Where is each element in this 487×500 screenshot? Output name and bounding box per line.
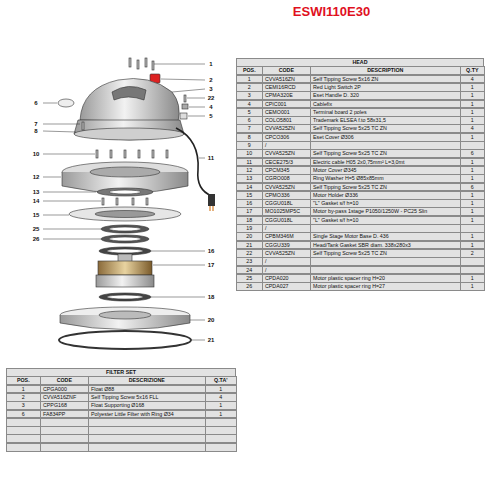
- callout-number: 2: [205, 76, 217, 84]
- callout-number: 13: [30, 188, 42, 196]
- callout-number: 10: [30, 150, 42, 158]
- leader-lines: [43, 64, 205, 340]
- callout-number: 18: [205, 293, 217, 301]
- callout-number: 26: [30, 235, 42, 243]
- callout-number: 7: [30, 120, 42, 128]
- callout-number: 8: [30, 127, 42, 135]
- empty-cell: [205, 443, 237, 452]
- diagram-title: ESWI110E30: [0, 4, 487, 20]
- callout-number: 1: [205, 60, 217, 68]
- callout-number: 25: [30, 225, 42, 233]
- table-cell: 26: [236, 282, 263, 291]
- callout-number: 20: [205, 316, 217, 324]
- table-cell: Motor plastic spacer ring H=27: [310, 282, 461, 291]
- callout-number: 5: [205, 112, 217, 120]
- callout-number: 21: [205, 336, 217, 344]
- callout-number: 17: [205, 261, 217, 269]
- callout-number: 12: [30, 173, 42, 181]
- callout-number: 14: [30, 197, 42, 205]
- callout-number: 4: [205, 103, 217, 111]
- callout-number: 11: [205, 154, 217, 162]
- callout-number: 3: [205, 85, 217, 93]
- callout-number: 16: [205, 247, 217, 255]
- empty-cell: [6, 443, 41, 452]
- callout-number: 22: [205, 94, 217, 102]
- callout-number: 6: [30, 99, 42, 107]
- empty-cell: [88, 443, 206, 452]
- callout-number: 15: [30, 211, 42, 219]
- table-cell: CPDA027: [262, 282, 311, 291]
- empty-cell: [40, 443, 89, 452]
- table-cell: 1: [460, 282, 485, 291]
